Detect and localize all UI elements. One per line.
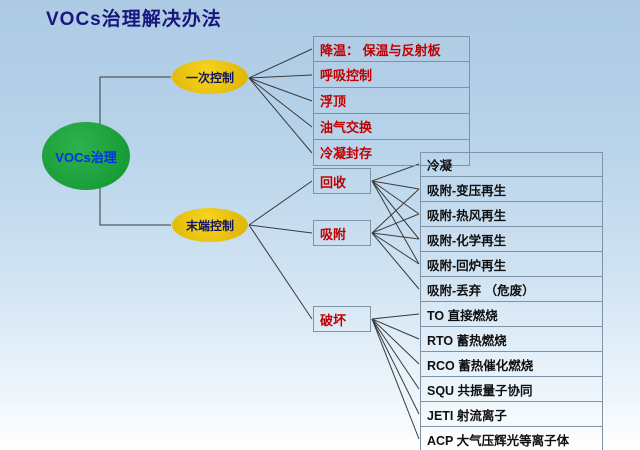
primary-method-item: 浮顶	[313, 88, 470, 114]
terminal-method-item: SQU 共振量子协同	[420, 377, 603, 402]
primary-method-item: 降温： 保温与反射板	[313, 36, 470, 62]
terminal-method-item: JETI 射流离子	[420, 402, 603, 427]
terminal-method-item: 吸附-变压再生	[420, 177, 603, 202]
branch-node-terminal-control: 末端控制	[172, 208, 248, 242]
primary-method-item: 油气交换	[313, 114, 470, 140]
terminal-method-item: 吸附-丢弃 （危废）	[420, 277, 603, 302]
category-node-destruction: 破坏	[313, 306, 371, 332]
category-node-adsorption: 吸附	[313, 220, 371, 246]
terminal-method-item: TO 直接燃烧	[420, 302, 603, 327]
terminal-method-item: RCO 蓄热催化燃烧	[420, 352, 603, 377]
primary-method-item: 冷凝封存	[313, 140, 470, 166]
diagram-title: VOCs治理解决办法	[46, 9, 222, 30]
terminal-method-item: RTO 蓄热燃烧	[420, 327, 603, 352]
terminal-method-item: ACP 大气压辉光等离子体	[420, 427, 603, 450]
category-node-recovery: 回收	[313, 168, 371, 194]
edge-root-primary	[99, 76, 171, 130]
terminal-method-item: 吸附-热风再生	[420, 202, 603, 227]
terminal-method-item: 吸附-化学再生	[420, 227, 603, 252]
branch-node-primary-control: 一次控制	[172, 60, 248, 94]
terminal-method-item: 冷凝	[420, 152, 603, 177]
primary-method-item: 呼吸控制	[313, 62, 470, 88]
edge-root-terminal	[99, 182, 171, 226]
terminal-method-item: 吸附-回炉再生	[420, 252, 603, 277]
root-node-vocs-treatment: VOCs治理	[42, 122, 130, 190]
